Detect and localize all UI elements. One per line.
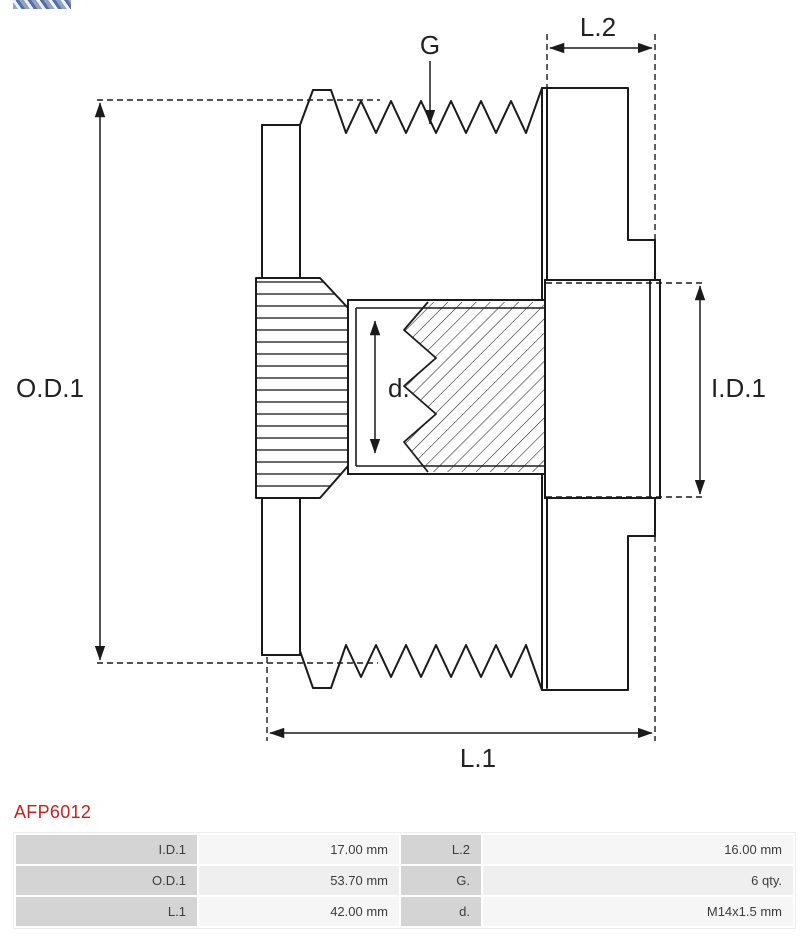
spec-label-cell: L.2: [401, 835, 481, 864]
thread-hatch: [404, 302, 545, 472]
spec-value-cell: M14x1.5 mm: [483, 897, 793, 926]
l2-label: L.2: [580, 12, 616, 42]
specs-table: I.D.1 17.00 mm L.2 16.00 mm O.D.1 53.70 …: [13, 832, 796, 929]
spec-value-cell: 16.00 mm: [483, 835, 793, 864]
brand-logo-fragment: [13, 0, 71, 9]
spec-label-cell: O.D.1: [16, 866, 197, 895]
pulley-upper-profile: [261, 87, 656, 284]
spec-value-cell: 42.00 mm: [199, 897, 399, 926]
spec-label-cell: I.D.1: [16, 835, 197, 864]
end-cap: [544, 279, 661, 499]
thread-zigzag: [403, 301, 437, 473]
od1-label: O.D.1: [16, 373, 84, 403]
spec-row: I.D.1 17.00 mm L.2 16.00 mm: [16, 835, 793, 864]
spec-label-cell: d.: [401, 897, 481, 926]
product-code: AFP6012: [14, 802, 92, 822]
spec-row: L.1 42.00 mm d. M14x1.5 mm: [16, 897, 793, 926]
spec-row: O.D.1 53.70 mm G. 6 qty.: [16, 866, 793, 895]
bore-inner-lines: [355, 307, 545, 467]
knurl-block: [255, 277, 349, 499]
d-label: d.: [388, 373, 410, 403]
spec-value-cell: 6 qty.: [483, 866, 793, 895]
spec-label-cell: G.: [401, 866, 481, 895]
spec-value-cell: 17.00 mm: [199, 835, 399, 864]
dimension-labels: G L.2 O.D.1 I.D.1 d. L.1: [16, 12, 766, 773]
pulley-technical-drawing: G L.2 O.D.1 I.D.1 d. L.1: [16, 12, 766, 773]
spec-label-cell: L.1: [16, 897, 197, 926]
dimension-lines: [94, 42, 706, 739]
id1-label: I.D.1: [711, 373, 766, 403]
l1-label: L.1: [460, 743, 496, 773]
pulley-lower-profile: [261, 496, 656, 691]
construction-lines: [97, 34, 706, 741]
g-label: G: [420, 30, 440, 60]
spec-value-cell: 53.70 mm: [199, 866, 399, 895]
